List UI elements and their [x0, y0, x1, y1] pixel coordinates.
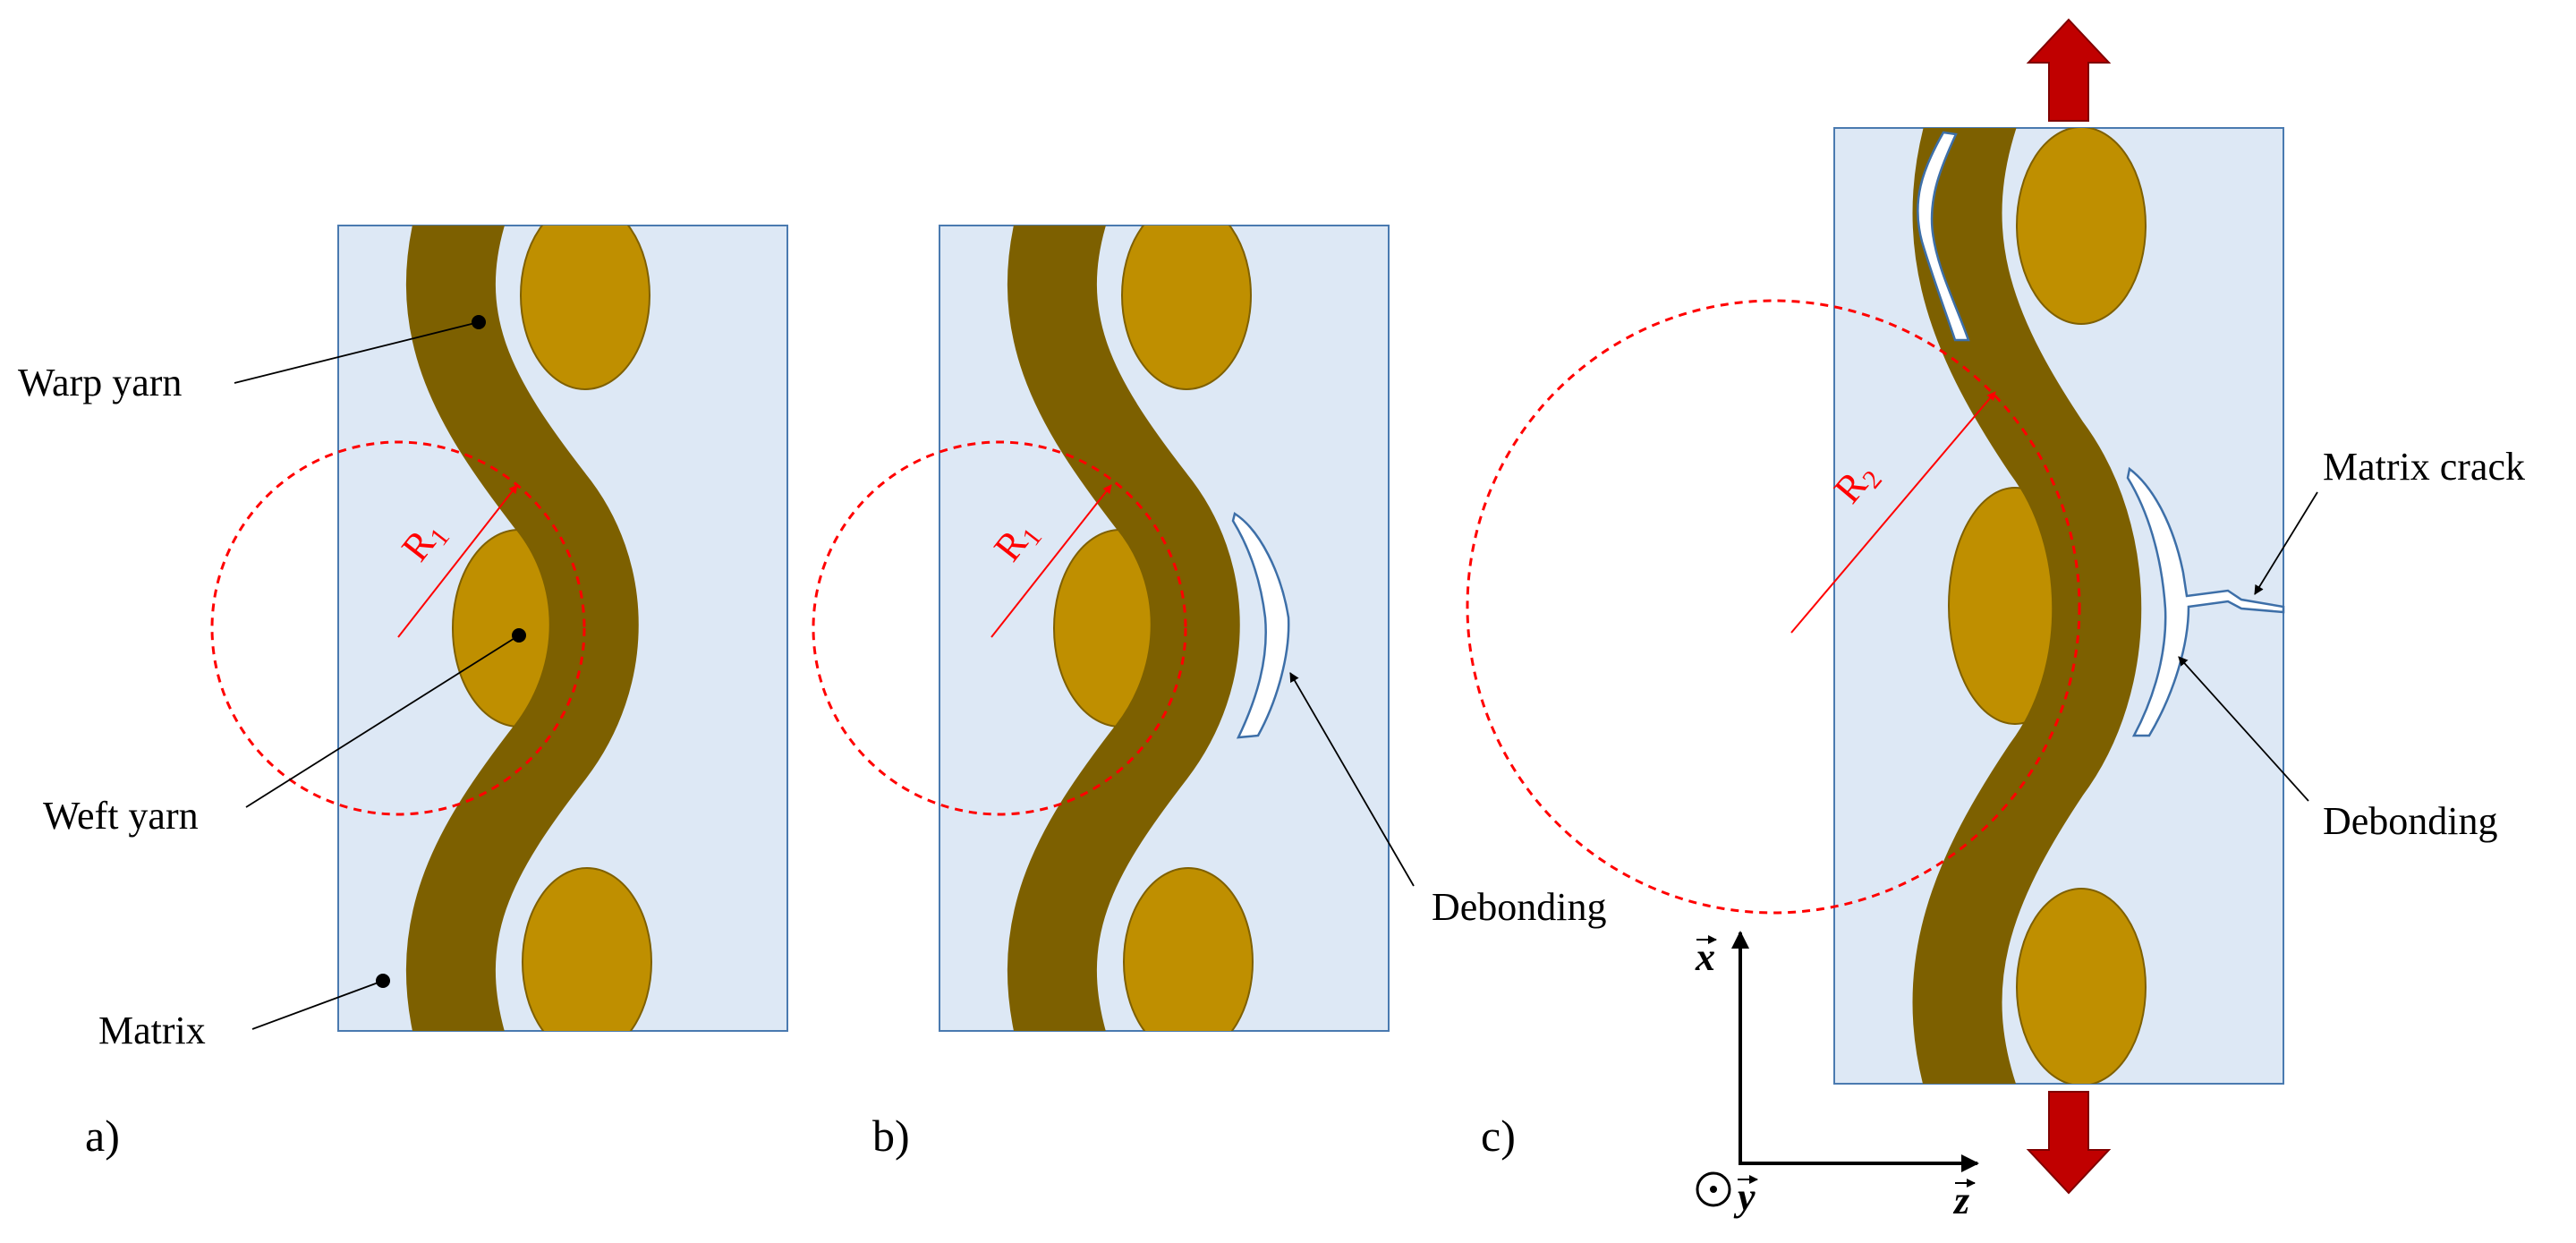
weft-yarn-bottom: [1123, 867, 1254, 1031]
radius-arrow: [990, 484, 1112, 638]
matrix-crack-label: Matrix crack: [2323, 445, 2525, 489]
weft-yarn-label: Weft yarn: [43, 794, 199, 838]
matrix-dot: [376, 974, 390, 988]
debonding-crack-right: [2126, 466, 2285, 737]
z-axis-label: z: [1952, 1179, 1969, 1222]
weft-yarn-top: [520, 226, 650, 390]
debonding-label: Debonding: [1432, 885, 1607, 929]
warp-yarn-leader: [234, 321, 480, 384]
warp-yarn: [405, 226, 639, 1031]
panel-c: R2 Matrix crack Debonding c): [1466, 18, 2525, 1195]
arrow-down-icon: [2026, 1091, 2112, 1195]
x-axis-label: x: [1695, 935, 1715, 979]
debonding-leader: [1289, 672, 1415, 887]
weft-yarn-leader: [245, 634, 520, 808]
weft-yarn-bottom: [522, 867, 652, 1031]
panel-caption: b): [872, 1111, 910, 1161]
matrix-leader: [251, 980, 384, 1030]
radius-arrow: [1790, 391, 1996, 634]
circle-dot-icon: [1696, 1171, 1731, 1207]
debonding-crack-top: [1917, 131, 1970, 342]
debonding-label: Debonding: [2323, 799, 2498, 843]
warp-yarn-dot: [472, 315, 486, 329]
panel-caption: a): [85, 1111, 120, 1161]
debonding-leader: [2178, 656, 2309, 802]
matrix-label: Matrix: [98, 1009, 206, 1052]
warp-yarn: [1912, 128, 2142, 1084]
radius-circle: [812, 440, 1187, 816]
radius-circle: [210, 440, 586, 816]
weft-yarn-top: [2016, 128, 2147, 325]
matrix-crack-leader: [2254, 491, 2318, 595]
circle-dot-center: [1710, 1186, 1717, 1193]
debonding-crack: [1231, 512, 1290, 739]
warp-yarn: [1007, 226, 1240, 1031]
weft-yarn-dot: [512, 628, 526, 643]
weft-yarn-bottom: [2016, 888, 2147, 1084]
coordinate-axes: x z y: [1695, 931, 1979, 1222]
radius-circle: [1466, 299, 2081, 915]
panel-a: R1 Warp yarn Weft yarn Matrix a): [18, 225, 788, 1161]
panel-b: R1 Debonding b): [812, 225, 1607, 1161]
weft-yarn-top: [1121, 226, 1252, 390]
radius-arrow: [397, 484, 518, 638]
warp-yarn-label: Warp yarn: [18, 361, 182, 404]
arrow-up-icon: [2026, 18, 2112, 122]
panel-caption: c): [1481, 1111, 1516, 1161]
y-axis-label: y: [1733, 1175, 1756, 1219]
